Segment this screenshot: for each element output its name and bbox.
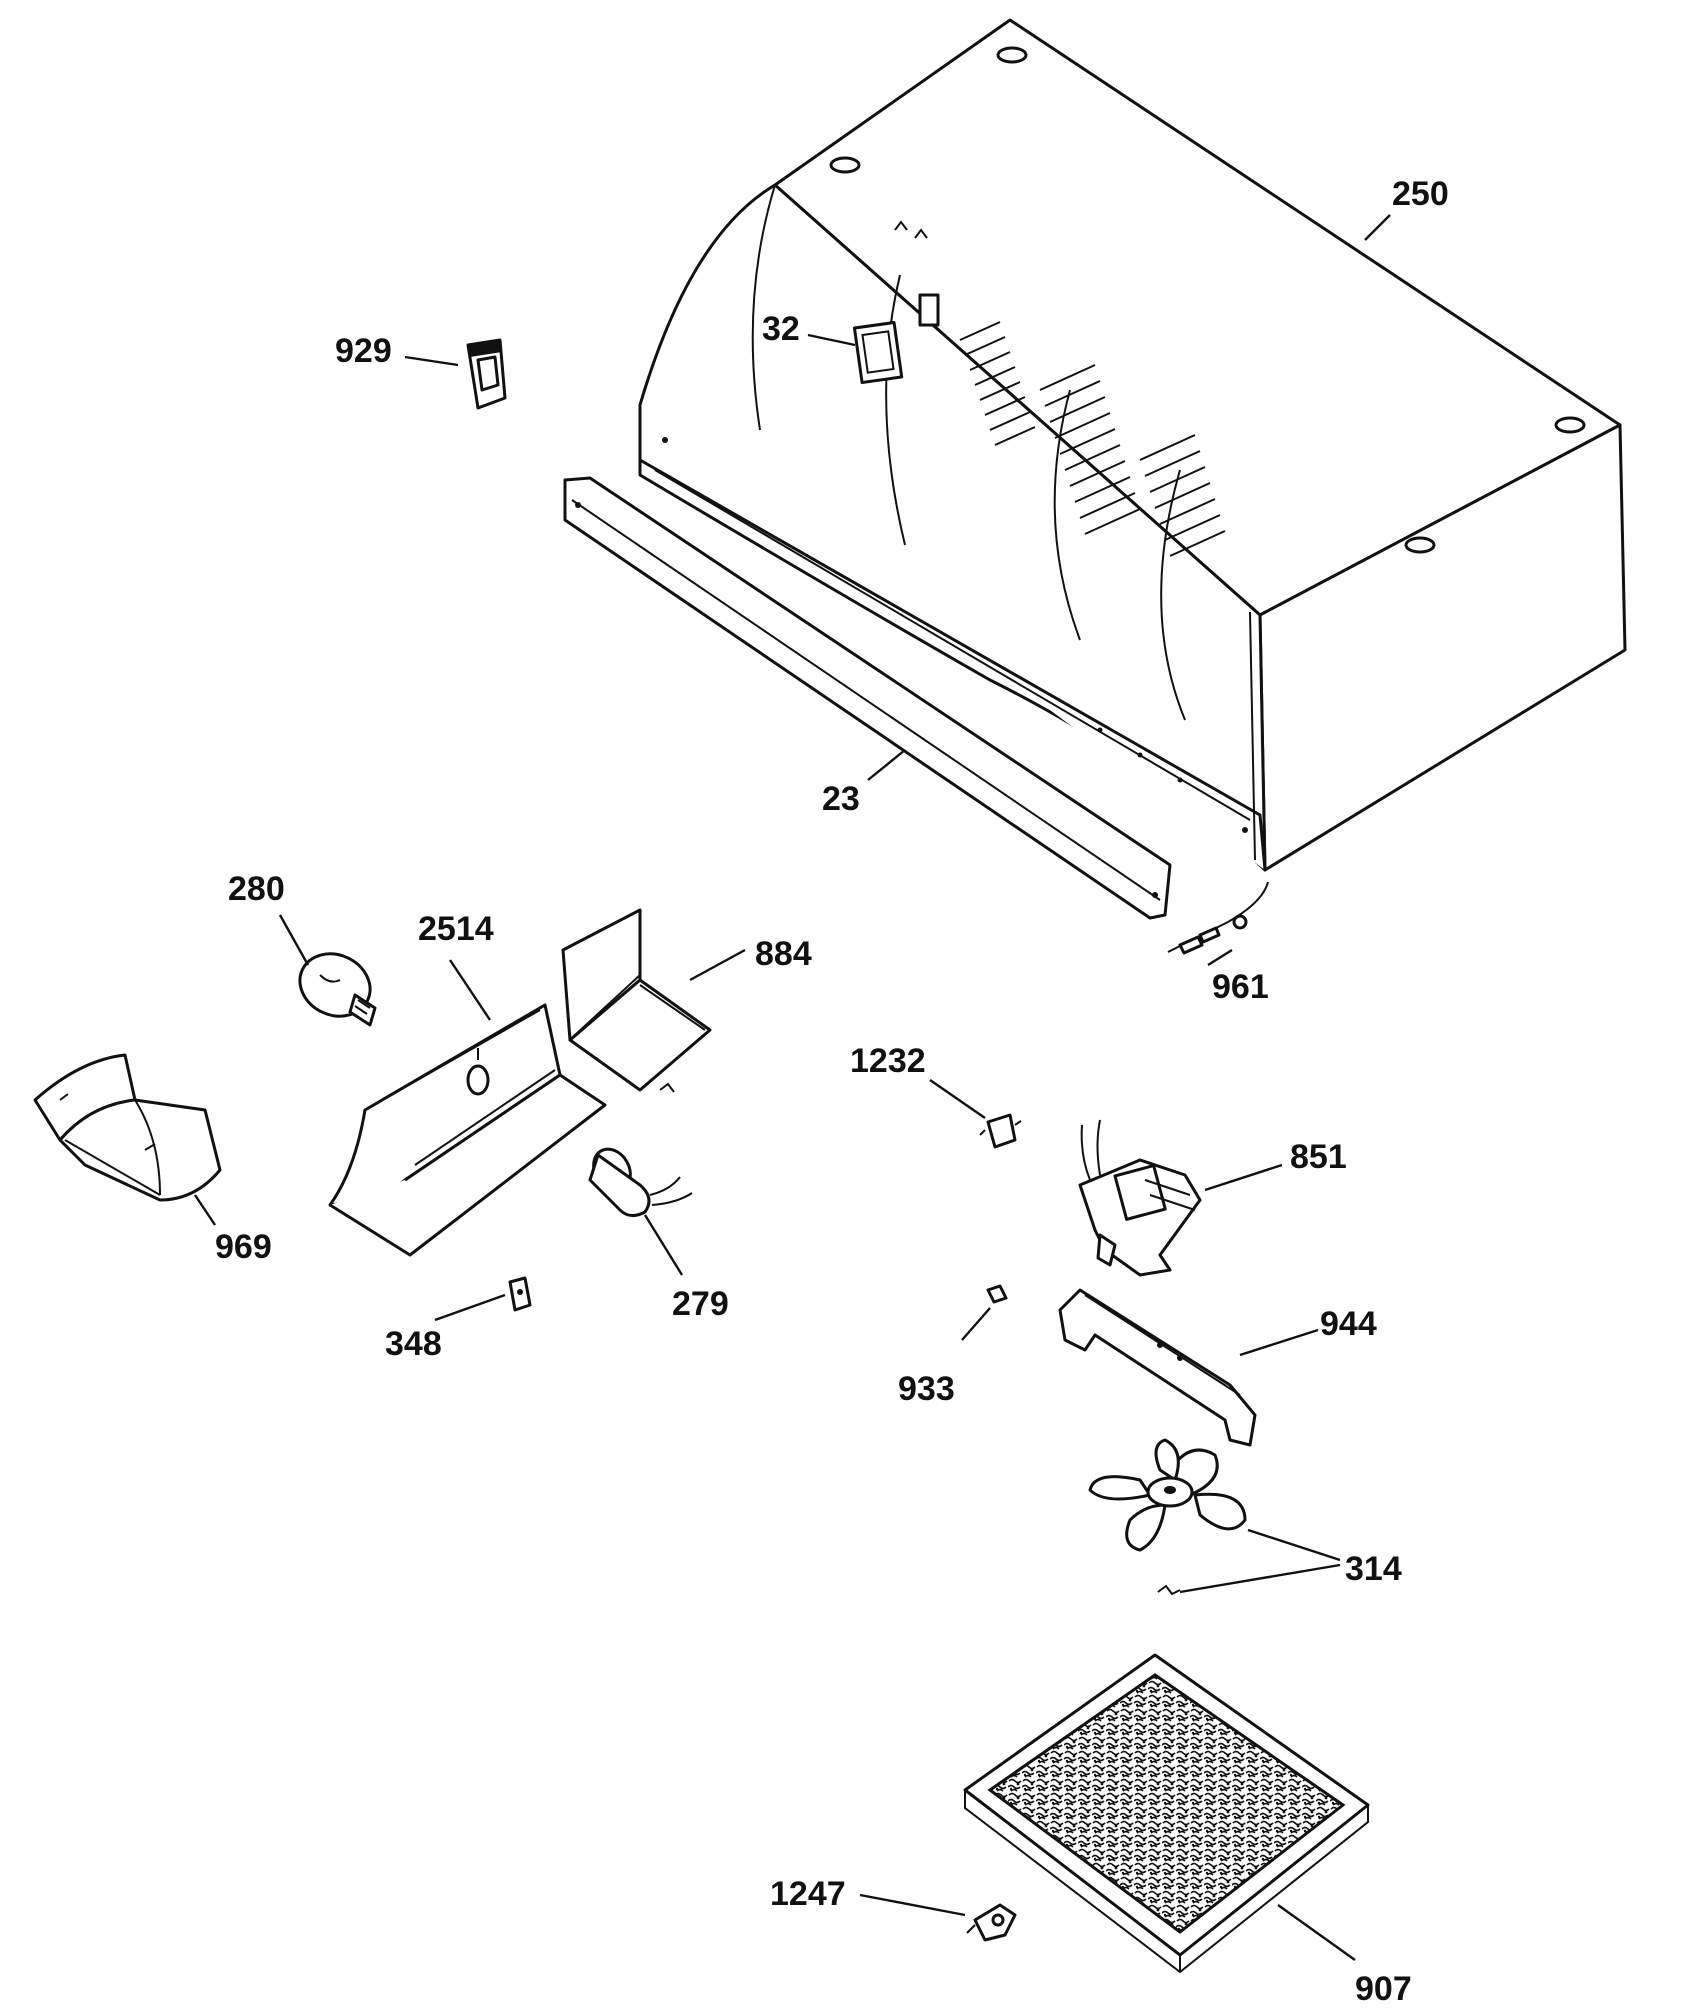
label-1247: 1247 — [770, 1875, 846, 1913]
vent-slots — [959, 321, 1226, 557]
capacitor — [588, 1147, 693, 1217]
label-250: 250 — [1392, 175, 1449, 213]
filter-latch — [966, 1903, 1017, 1942]
motor — [1078, 1119, 1202, 1277]
label-969: 969 — [215, 1228, 272, 1266]
mounting-keyholes — [829, 46, 1586, 554]
label-944: 944 — [1320, 1305, 1377, 1343]
label-279: 279 — [672, 1285, 729, 1323]
label-32: 32 — [762, 310, 800, 348]
label-933: 933 — [898, 1370, 955, 1408]
label-1232: 1232 — [850, 1042, 926, 1080]
label-929: 929 — [335, 332, 392, 370]
label-961: 961 — [1212, 968, 1269, 1006]
light-bulb — [298, 952, 377, 1027]
wire-harness — [1167, 881, 1269, 955]
fan-blade — [1088, 1438, 1247, 1596]
motor-bracket — [1058, 1288, 1257, 1447]
trim-strip — [563, 476, 1172, 920]
hood-housing — [638, 18, 1627, 872]
label-907: 907 — [1355, 1970, 1412, 2008]
nut — [986, 1284, 1008, 1304]
label-2514: 2514 — [418, 910, 494, 948]
bracket — [561, 908, 712, 1093]
grease-filter — [963, 1653, 1370, 1974]
wire-connector — [979, 1113, 1022, 1149]
label-851: 851 — [1290, 1138, 1347, 1176]
lamp-housing — [328, 1003, 607, 1257]
label-348: 348 — [385, 1325, 442, 1363]
clip — [508, 1276, 532, 1312]
leader-lines — [194, 214, 1391, 1961]
light-cover — [33, 1053, 222, 1202]
label-280: 280 — [228, 870, 285, 908]
part-labels: 250 929 32 23 280 2514 884 961 1232 851 … — [215, 175, 1449, 2008]
rocker-switch — [466, 338, 507, 410]
label-23: 23 — [822, 780, 860, 818]
label-884: 884 — [755, 935, 812, 973]
label-314: 314 — [1345, 1550, 1402, 1588]
